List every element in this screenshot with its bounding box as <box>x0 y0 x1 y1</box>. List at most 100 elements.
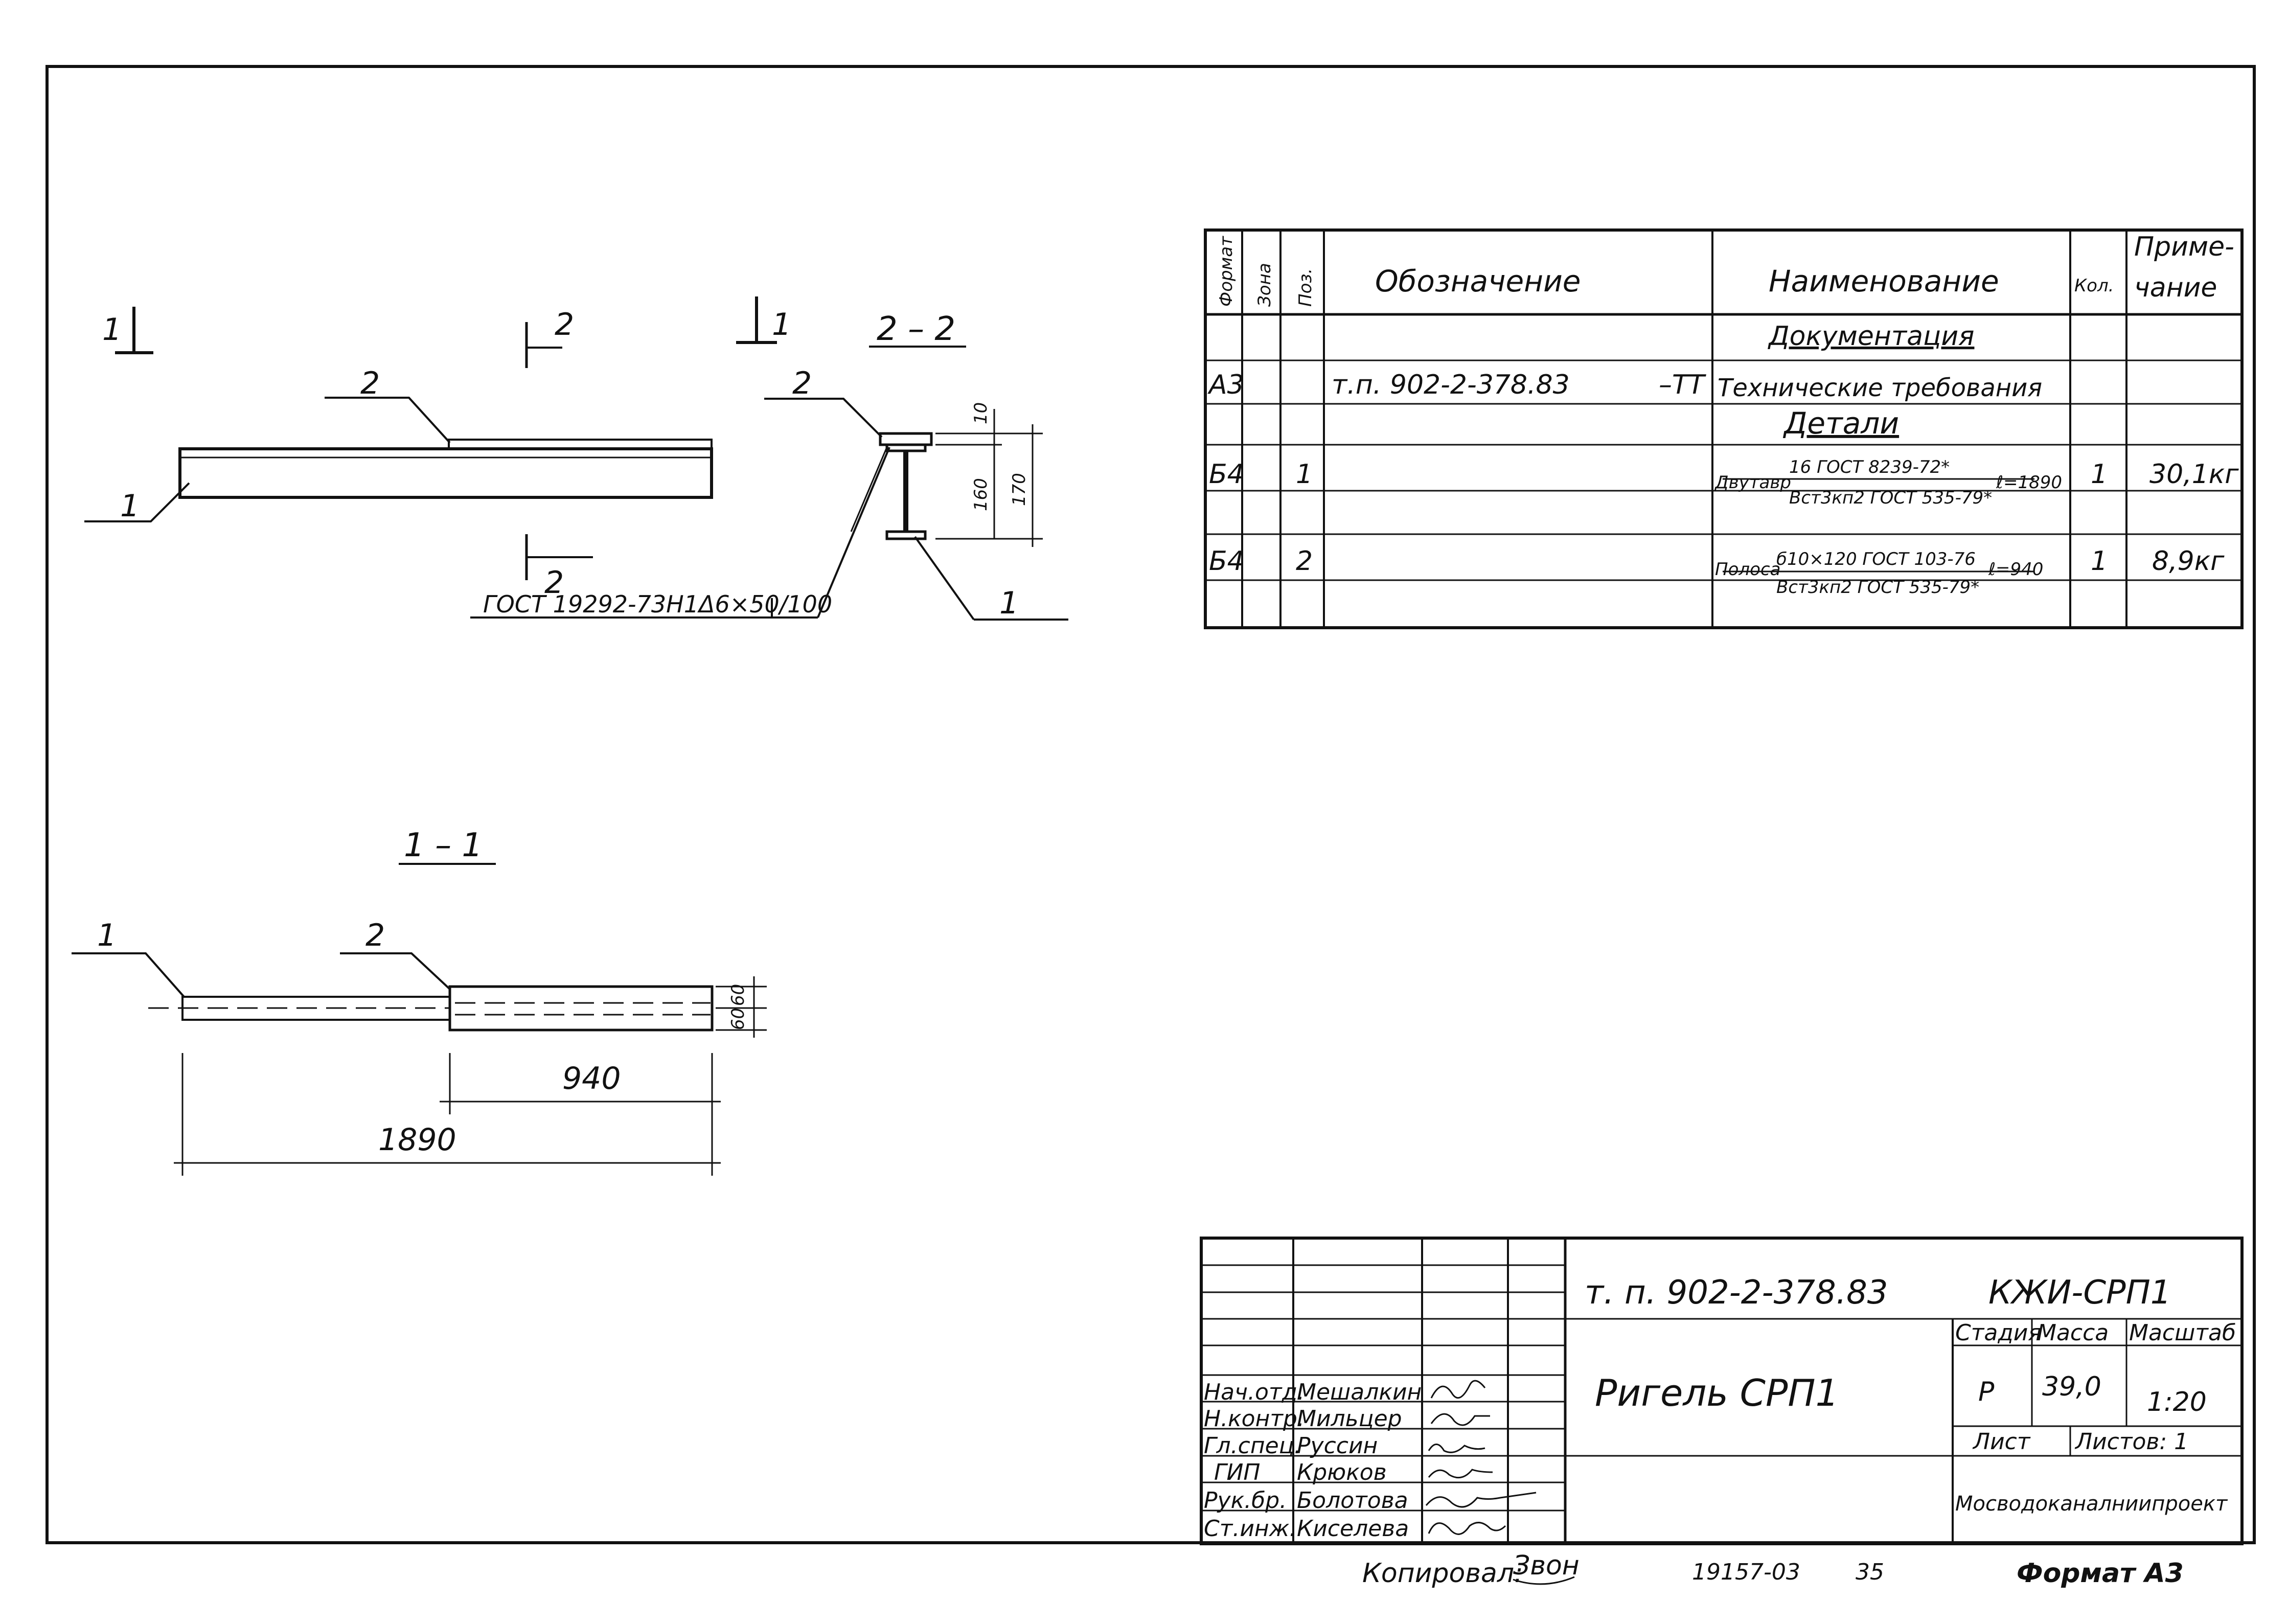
spec-row-4-qty: 1 <box>2091 459 2108 490</box>
cut-label-1: 1 <box>102 312 122 348</box>
spec-header-designation: Обозначение <box>1375 264 1581 299</box>
spec-table-frame <box>1204 228 2244 629</box>
signature <box>1428 1444 1485 1453</box>
bottom-flange <box>885 530 927 540</box>
copied-signature-stroke <box>1513 1576 1575 1585</box>
spec-row-5-pos: 2 <box>1296 546 1313 577</box>
tb-stage-header: Стадия <box>1955 1320 2042 1346</box>
spec-row-2-format: А3 <box>1207 370 1244 400</box>
spec-row-5-top: б10×120 ГОСТ 103-76 <box>1776 549 1976 569</box>
tb-stage: Р <box>1978 1377 1995 1407</box>
spec-row-5-prefix: Полоса <box>1715 559 1780 580</box>
section-1-1-leader-2: 2 <box>365 918 385 953</box>
footer-copied-by: Звон <box>1513 1550 1580 1581</box>
footer-order: 19157-03 <box>1692 1559 1800 1585</box>
tb-role-6: Ст.инж. <box>1204 1516 1296 1542</box>
tb-role-5: Рук.бр. <box>1204 1488 1287 1514</box>
spec-row-4-pos: 1 <box>1296 459 1313 490</box>
spec-row-5-length: ℓ=940 <box>1988 559 2043 580</box>
section-1-1-title: 1 – 1 <box>404 827 483 864</box>
tb-name-1: Мешалкин <box>1297 1379 1422 1405</box>
tb-title: Ригель СРП1 <box>1595 1371 1839 1414</box>
tb-name-6: Киселева <box>1297 1516 1409 1542</box>
tb-name-4: Крюков <box>1297 1459 1387 1485</box>
leader-2 <box>340 952 451 990</box>
leader-1 <box>72 952 185 998</box>
tb-sheets-label: Листов: 1 <box>2074 1429 2188 1455</box>
dim-10: 10 <box>971 402 991 424</box>
spec-header-note-2: чание <box>2134 272 2217 303</box>
plate-in-section <box>448 985 714 1032</box>
tb-name-2: Мильцер <box>1297 1406 1402 1432</box>
spec-row-4-prefix: Двутавр <box>1714 472 1791 493</box>
spec-header-note-1: Приме- <box>2134 232 2234 262</box>
spec-row-4-bottom: Вст3кп2 ГОСТ 535-79* <box>1789 488 1992 508</box>
spec-row-4-length: ℓ=1890 <box>1996 472 2062 493</box>
title-block-grid <box>1200 1237 2244 1545</box>
spec-header-qty: Кол. <box>2074 276 2114 296</box>
dim-940: 940 <box>562 1061 621 1096</box>
section-2-2-leader-2: 2 <box>792 365 812 401</box>
section-1-1-leader-1: 1 <box>97 918 117 953</box>
tb-organization: Мосводоканалниипроект <box>1955 1492 2228 1516</box>
tb-role-3: Гл.спец. <box>1204 1433 1301 1459</box>
spec-row-5-format: Б4 <box>1209 546 1244 577</box>
spec-row-2-suffix: –ТТ <box>1659 370 1707 400</box>
tb-role-2: Н.контр. <box>1204 1406 1305 1432</box>
tb-role-1: Нач.отд. <box>1204 1379 1305 1405</box>
spec-row-4-top: 16 ГОСТ 8239-72* <box>1789 457 1950 477</box>
dim-1890: 1890 <box>378 1122 456 1158</box>
plate-section <box>879 432 933 446</box>
spec-row-5-bottom: Вст3кп2 ГОСТ 535-79* <box>1776 577 1979 598</box>
leader-2 <box>325 397 451 444</box>
spec-row-4-format: Б4 <box>1209 459 1244 490</box>
cut-label-2-bottom: 2 <box>544 565 564 601</box>
tb-name-5: Болотова <box>1297 1488 1408 1514</box>
leader-label-1: 1 <box>120 488 140 524</box>
spec-row-4-note: 30,1кг <box>2149 459 2239 490</box>
weld-note: ГОСТ 19292-73Н1Δ6×50/100 <box>483 590 832 618</box>
leader-2 <box>764 398 883 438</box>
tb-project: т. п. 902-2-378.83 <box>1585 1274 1888 1312</box>
section-2-2-view <box>736 296 1068 621</box>
leader-1 <box>914 536 975 621</box>
beam-body <box>178 447 713 499</box>
signatures <box>1425 1380 1537 1535</box>
sheet-frame <box>45 65 2256 1544</box>
section-2-2-title: 2 – 2 <box>877 310 955 348</box>
signature <box>1428 1469 1493 1479</box>
section-1-1-view <box>72 863 767 1176</box>
top-flange <box>885 443 927 452</box>
footer-sheet-no: 35 <box>1856 1559 1884 1585</box>
signature <box>1428 1522 1506 1535</box>
plate-on-beam <box>448 439 713 450</box>
spec-row-5-note: 8,9кг <box>2152 546 2225 577</box>
section-2-2-leader-1: 1 <box>999 585 1019 621</box>
weld-leader <box>850 447 888 532</box>
dim-160: 160 <box>971 478 991 511</box>
dim-60-top: 60 <box>728 984 748 1006</box>
tb-role-4: ГИП <box>1214 1459 1261 1485</box>
dim-60-bottom: 60 <box>728 1008 748 1030</box>
tb-sheet-label: Лист <box>1972 1429 2031 1455</box>
dim-170: 170 <box>1009 473 1029 506</box>
spec-table-grid <box>1204 228 2244 629</box>
cut-label-1-right: 1 <box>772 307 791 342</box>
footer-format: Формат А3 <box>2017 1558 2184 1589</box>
spec-header-zone: Зона <box>1254 263 1275 307</box>
spec-header-name: Наименование <box>1769 264 1999 299</box>
spec-row-details: Детали <box>1782 406 1899 441</box>
tb-mass-header: Масса <box>2037 1320 2109 1346</box>
tb-name-3: Руссин <box>1297 1433 1378 1459</box>
weld-note-leader <box>817 447 890 618</box>
tb-scale-header: Масштаб <box>2129 1320 2236 1346</box>
beam-elevation-view <box>84 307 890 619</box>
leader-label-2: 2 <box>360 365 380 401</box>
spec-row-2-name: Технические требования <box>1718 374 2042 402</box>
spec-header-format: Формат <box>1216 236 1237 307</box>
signature <box>1430 1380 1486 1399</box>
footer-copied-label: Копировал: <box>1362 1558 1523 1589</box>
tb-mass: 39,0 <box>2042 1371 2101 1402</box>
spec-row-5-qty: 1 <box>2091 546 2108 577</box>
